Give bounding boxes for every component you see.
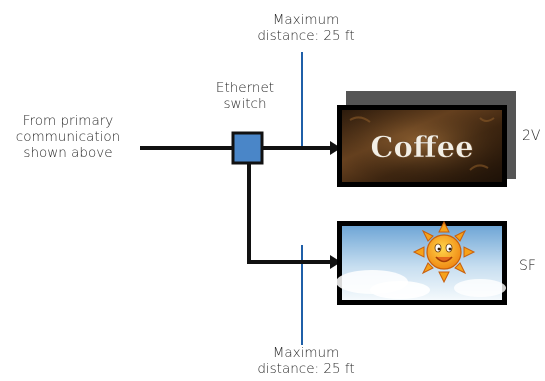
max-distance-bottom-line2: distance: 25 ft [257, 361, 355, 377]
max-distance-label-bottom: Maximum distance: 25 ft [226, 345, 386, 377]
max-distance-top-line1: Maximum [272, 12, 340, 28]
sun-icon [412, 220, 476, 284]
coffee-sign-text: Coffee [370, 130, 473, 164]
max-distance-bottom-line1: Maximum [272, 345, 340, 361]
primary-label-line3: shown above [23, 145, 113, 161]
switch-label-line1: Ethernet [215, 80, 275, 96]
display-sf [336, 220, 507, 305]
max-distance-label-top: Maximum distance: 25 ft [226, 12, 386, 44]
switch-to-sf-line [247, 163, 336, 264]
display-sf-label: SF [519, 258, 536, 274]
ethernet-switch-box [231, 131, 264, 165]
ethernet-switch-label: Ethernet switch [200, 80, 290, 112]
display-2v: Coffee [337, 105, 507, 187]
primary-label-line2: communication [15, 129, 121, 145]
primary-label-line1: From primary [22, 113, 114, 129]
primary-communication-label: From primary communication shown above [4, 113, 132, 161]
arrow-to-2v [330, 141, 341, 155]
arrow-to-sf [330, 255, 341, 269]
display-2v-label: 2V [522, 128, 541, 144]
switch-label-line2: switch [223, 96, 267, 112]
max-distance-top-line2: distance: 25 ft [257, 28, 355, 44]
